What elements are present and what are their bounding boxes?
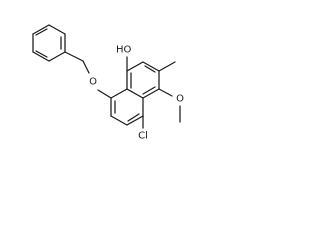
bond	[32, 24, 50, 35]
chlorine-label: Cl	[138, 131, 148, 142]
methoxy-oxygen-label: O	[176, 94, 184, 105]
bond	[142, 88, 160, 99]
bond	[126, 88, 144, 99]
double-bond-inner	[35, 28, 48, 36]
ether-oxygen-label: O	[89, 77, 97, 88]
substituents	[126, 56, 181, 129]
benzyl-phenyl-ring	[32, 24, 66, 62]
double-bond-inner	[144, 65, 156, 73]
bond	[126, 115, 144, 126]
bond	[48, 51, 66, 62]
naphthalene-left-ring	[110, 88, 144, 126]
benzyl-linker	[64, 51, 112, 99]
bond	[82, 60, 90, 74]
double-bond-inner	[142, 86, 156, 95]
bond	[142, 61, 160, 72]
naphthalene-right-ring	[126, 61, 160, 99]
bond	[64, 51, 84, 62]
bond	[110, 115, 128, 126]
hydroxyl-label: HO	[116, 45, 132, 56]
bond	[126, 61, 144, 72]
bond	[110, 88, 128, 99]
double-bond-inner	[127, 113, 140, 122]
double-bond-inner	[35, 50, 48, 58]
methyl-bond	[158, 61, 176, 72]
bond	[32, 51, 50, 62]
bond	[48, 24, 66, 35]
bond	[97, 89, 112, 99]
structural-formula: HO O O Cl	[32, 24, 184, 142]
methoxy-bond	[158, 88, 173, 97]
